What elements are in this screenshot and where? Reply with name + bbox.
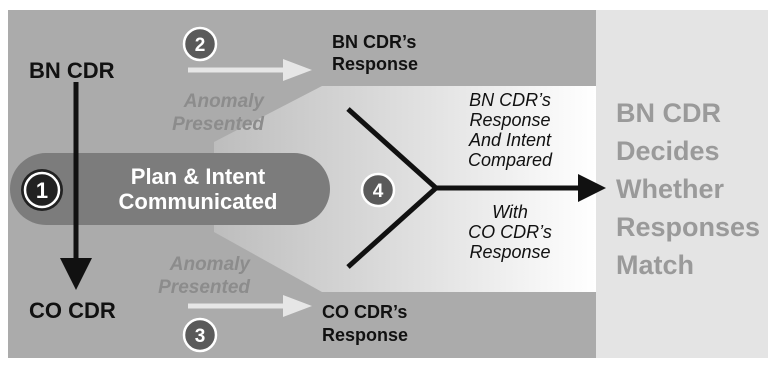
bn-response-arrow xyxy=(188,59,312,81)
plan-intent-line2: Communicated xyxy=(119,189,278,214)
comparison-line6: CO CDR’s xyxy=(468,222,552,242)
right-panel-background xyxy=(596,10,768,358)
comparison-funnel xyxy=(214,86,596,292)
comparison-line1: BN CDR’s xyxy=(469,90,551,110)
comparison-line4: Compared xyxy=(468,150,553,170)
co-cdr-label: CO CDR xyxy=(29,298,116,323)
bn-cdr-label: BN CDR xyxy=(29,58,115,83)
step-4-number: 4 xyxy=(373,181,384,202)
anomaly-bottom-line1: Anomaly xyxy=(169,254,252,275)
step-2-badge: 2 xyxy=(182,26,218,62)
anomaly-top-line1: Anomaly xyxy=(183,91,266,112)
decision-text: BN CDR Decides Whether Responses Match xyxy=(616,98,760,280)
decision-line3: Whether xyxy=(616,174,724,204)
anomaly-top-line2: Presented xyxy=(172,114,264,135)
comparison-text: BN CDR’s Response And Intent Compared Wi… xyxy=(468,90,553,262)
step-4-badge: 4 xyxy=(360,172,396,208)
co-response-line1: CO CDR’s xyxy=(322,302,407,322)
step-1-number: 1 xyxy=(36,178,48,203)
decision-line5: Match xyxy=(616,250,694,280)
decision-line1: BN CDR xyxy=(616,98,721,128)
step-3-number: 3 xyxy=(195,326,206,347)
step-3-badge: 3 xyxy=(182,317,218,353)
bn-response-line2: Response xyxy=(332,54,418,74)
converging-arrow xyxy=(346,107,606,269)
comparison-line7: Response xyxy=(469,242,550,262)
anomaly-bottom-line2: Presented xyxy=(158,277,250,298)
co-response-arrow xyxy=(188,295,312,317)
comparison-line5: With xyxy=(492,202,528,222)
bn-response-line1: BN CDR’s xyxy=(332,32,416,52)
step-1-badge: 1 xyxy=(21,169,63,211)
comparison-line3: And Intent xyxy=(468,130,552,150)
decision-line2: Decides xyxy=(616,136,720,166)
co-response-line2: Response xyxy=(322,325,408,345)
plan-intent-pill xyxy=(10,153,330,225)
bn-to-co-arrow xyxy=(60,82,92,290)
decision-line4: Responses xyxy=(616,212,760,242)
comparison-line2: Response xyxy=(469,110,550,130)
plan-intent-line1: Plan & Intent xyxy=(131,164,266,189)
step-2-number: 2 xyxy=(195,35,206,56)
